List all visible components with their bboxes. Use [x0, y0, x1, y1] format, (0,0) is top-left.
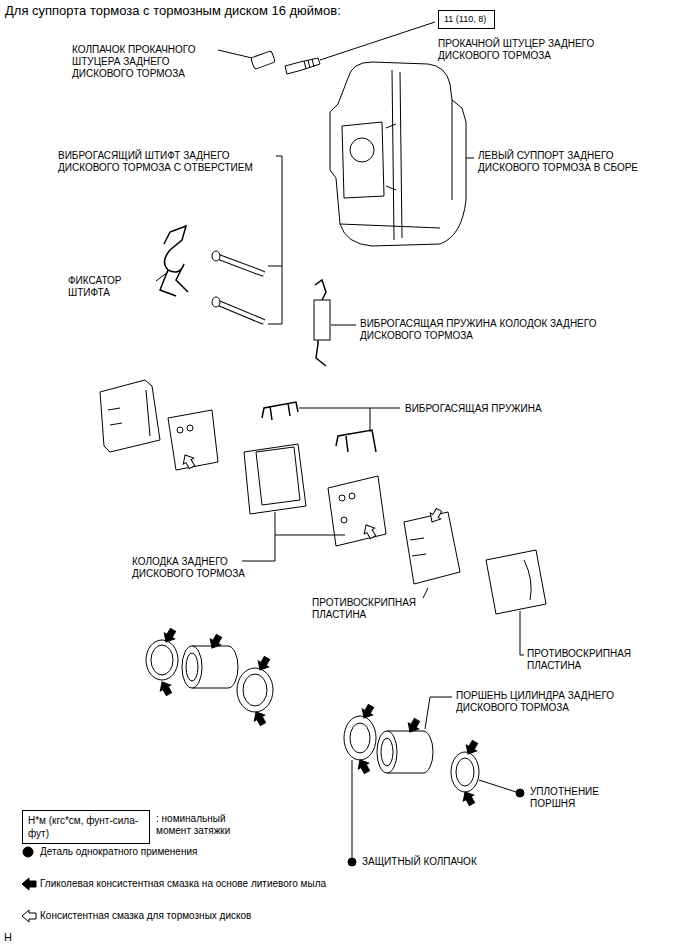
- shim-slot: [108, 390, 150, 436]
- pin: [216, 256, 264, 274]
- shim-hole: [177, 427, 183, 433]
- leader-line: [352, 760, 353, 858]
- torque-value-box: 11 (110, 8): [438, 10, 495, 29]
- boot: [350, 723, 370, 753]
- shim-slot: [410, 538, 426, 556]
- legend-text: Консистентная смазка для тормозных диско…: [40, 910, 540, 922]
- diagram-title: Для суппорта тормоза с тормозным диском …: [5, 3, 341, 19]
- leader-line: [425, 697, 452, 729]
- part-label: ПРОКАЧНОЙ ШТУЦЕР ЗАДНЕГО ДИСКОВОГО ТОРМО…: [438, 38, 638, 62]
- grease-arrow: [251, 709, 268, 727]
- grease-arrow: [207, 633, 224, 651]
- legend-text: Деталь однократного применения: [40, 846, 440, 858]
- part-label: ЗАЩИТНЫЙ КОЛПАЧОК: [362, 856, 522, 868]
- caliper-bore: [350, 138, 374, 162]
- boot: [243, 674, 267, 706]
- grease-arrow: [460, 789, 477, 807]
- leader-line: [156, 272, 168, 281]
- piston-face: [377, 731, 397, 773]
- seal-ring: [451, 752, 479, 792]
- spring-clip: [262, 402, 298, 420]
- shim-hole: [187, 425, 193, 431]
- seal-ring: [151, 645, 173, 675]
- pin-head: [212, 297, 220, 307]
- leader-line: [218, 50, 252, 58]
- leader-line: [520, 611, 524, 655]
- torque-unit-box: Н*м (кгс*см, фунт-сила-фут): [22, 810, 150, 844]
- part-label: ВИБРОГАСЯЩАЯ ПРУЖИНА КОЛОДОК ЗАДНЕГО ДИС…: [360, 318, 640, 342]
- brake-grease-arrow: [180, 452, 197, 470]
- single-use-dot: [516, 789, 524, 797]
- boot: [237, 668, 273, 712]
- legend-text: : номинальный момент затяжки: [156, 813, 261, 837]
- grease-arrow: [255, 655, 272, 673]
- pad-hole: [339, 495, 345, 501]
- grease-arrow: [405, 717, 422, 735]
- grease-arrow: [355, 757, 372, 775]
- part-label: ВИБРОГАСЯЩАЯ ПРУЖИНА: [405, 403, 605, 415]
- shim: [100, 380, 160, 452]
- pad-lining: [256, 447, 300, 505]
- spring-clip: [336, 430, 376, 452]
- pin-retainer: [160, 226, 188, 296]
- legend-brake-grease-arrow: [22, 910, 36, 922]
- piston-face: [381, 738, 393, 766]
- leader-line: [423, 588, 428, 598]
- leader-bracket: [299, 408, 400, 432]
- figure-code: H: [4, 931, 12, 944]
- caliper-window: [342, 122, 384, 198]
- piston-face: [182, 646, 202, 688]
- piston-face: [186, 653, 198, 681]
- leader-line: [320, 22, 435, 60]
- leader-line: [466, 158, 474, 159]
- grease-arrow: [463, 739, 480, 757]
- legend-single-use-dot: [23, 847, 33, 857]
- single-use-dot: [348, 858, 356, 866]
- part-label: ПОРШЕНЬ ЦИЛИНДРА ЗАДНЕГО ДИСКОВОГО ТОРМО…: [456, 690, 671, 714]
- pad: [244, 444, 306, 514]
- shim: [168, 410, 218, 470]
- box-text: 11 (110, 8): [444, 14, 489, 25]
- legend-grease-arrow: [22, 878, 36, 890]
- pad-spring-plate: [314, 300, 330, 340]
- leader-bracket: [268, 156, 282, 324]
- leader-line: [479, 780, 516, 792]
- caliper: [330, 62, 466, 246]
- legend-text: Гликолевая консистентная смазка на основ…: [40, 878, 540, 890]
- shim-detail: [524, 560, 531, 600]
- bleeder-cap: [251, 51, 276, 70]
- pin-head: [212, 251, 220, 261]
- part-label: ПРОТИВОСКРИПНАЯ ПЛАСТИНА: [527, 648, 647, 672]
- pin: [216, 302, 264, 322]
- brake-grease-arrow: [427, 507, 444, 525]
- part-label: КОЛОДКА ЗАДНЕГО ДИСКОВОГО ТОРМОЗА: [132, 556, 272, 580]
- grease-arrow: [157, 679, 174, 697]
- pin: [216, 302, 264, 322]
- shim: [486, 550, 546, 614]
- seal-ring: [146, 640, 178, 680]
- pin: [216, 256, 264, 274]
- caliper-detail: [340, 70, 452, 240]
- part-label: КОЛПАЧОК ПРОКАЧНОГО ШТУЦЕРА ЗАДНЕГО ДИСК…: [72, 44, 222, 80]
- brake-grease-arrow: [361, 522, 378, 540]
- part-label: УПЛОТНЕНИЕ ПОРШНЯ: [530, 786, 640, 810]
- pad-hole: [341, 517, 347, 523]
- bleeder-thread: [304, 59, 314, 69]
- bleeder-screw: [285, 58, 320, 74]
- seal-ring: [456, 758, 474, 786]
- shim: [404, 512, 460, 584]
- part-label: ЛЕВЫЙ СУППОРТ ЗАДНЕГО ДИСКОВОГО ТОРМОЗА …: [478, 150, 668, 174]
- boot: [344, 716, 376, 760]
- box-text: Н*м (кгс*см, фунт-сила-фут): [28, 814, 144, 840]
- pad-hole: [349, 493, 355, 499]
- grease-arrow: [161, 627, 178, 645]
- part-label: ФИКСАТОР ШТИФТА: [68, 275, 153, 299]
- part-label: ВИБРОГАСЯЩИЙ ШТИФТ ЗАДНЕГО ДИСКОВОГО ТОР…: [58, 150, 273, 174]
- leader-bracket: [242, 512, 345, 561]
- leader-line: [331, 325, 356, 326]
- grease-arrow: [359, 703, 376, 721]
- part-label: ПРОТИВОСКРИПНАЯ ПЛАСТИНА: [312, 597, 432, 621]
